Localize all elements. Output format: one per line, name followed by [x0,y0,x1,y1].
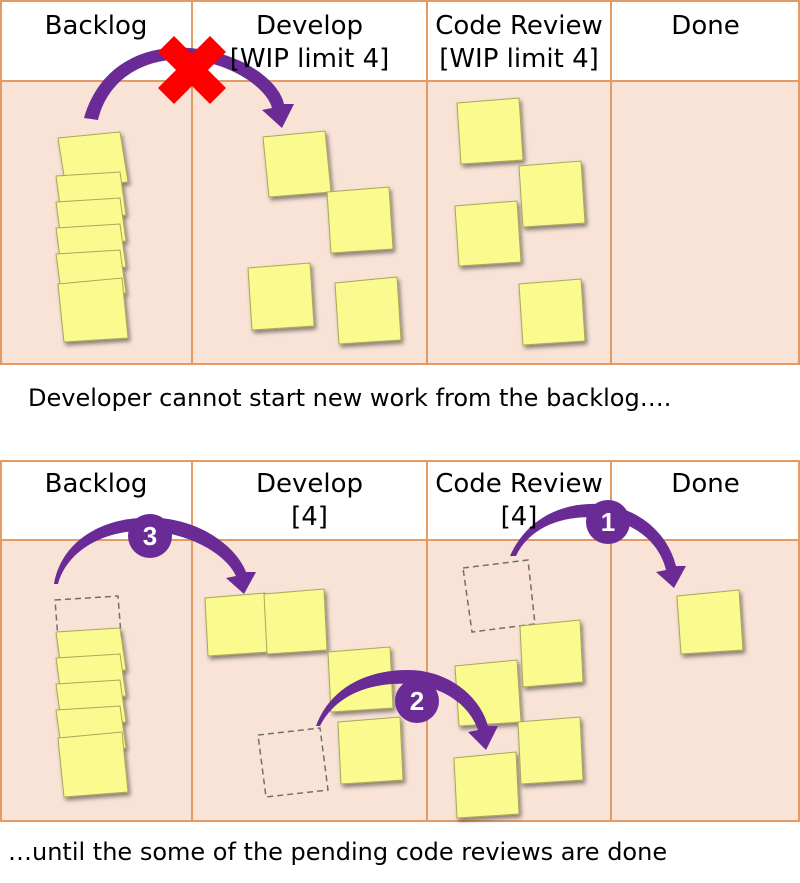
caption-blocked: Developer cannot start new work from the… [28,384,672,412]
sticky-note [517,716,584,785]
sticky-note [326,186,394,254]
column-header-code-review: Code Review [WIP limit 4] [427,10,611,76]
column-header-done: Done [611,468,800,501]
column-title: Develop [255,11,364,41]
column-title: Develop [255,469,364,499]
sticky-note [456,97,524,165]
kanban-board-unblocked: 3 2 1 Backlog Develop [4] Code Review [4… [0,460,800,822]
column-header-done: Done [611,10,800,43]
backlog-card-stack [55,131,129,343]
sticky-note [57,277,129,343]
sticky-note [454,200,522,267]
sticky-note [453,751,520,819]
step-3-badge [128,514,172,558]
arrow-shape [84,47,294,128]
sticky-note [262,130,332,198]
kanban-board-blocked: Backlog Develop [WIP limit 4] Code Revie… [0,0,800,365]
column-title: Done [671,11,740,41]
column-header-backlog: Backlog [0,468,192,501]
step-2-label: 2 [410,686,424,716]
code-review-cards [453,619,584,819]
wip-limit-label: [4] [500,502,538,532]
column-header-code-review: Code Review [4] [427,468,611,534]
empty-slot [257,727,329,798]
sticky-note [518,278,586,346]
done-cards [676,589,744,655]
blocked-move-arrow [84,47,294,128]
sticky-note [57,731,129,798]
sticky-note [518,160,586,228]
code-review-cards [454,97,586,346]
step-2-badge [395,679,439,723]
column-title: Code Review [435,469,603,499]
column-header-backlog: Backlog [0,10,192,43]
blocked-cross-icon [158,36,226,104]
sticky-note [676,589,744,655]
board-2-graphics: 3 2 1 [0,460,800,822]
column-title: Done [671,469,740,499]
column-title: Backlog [44,469,148,499]
move-arrows [54,503,686,750]
empty-slot [462,559,536,633]
wip-limit-label: [4] [291,502,328,532]
sticky-note [204,592,269,657]
arrow-step-3 [54,517,256,594]
sticky-note [247,262,315,331]
caption-unblocked: …until the some of the pending code revi… [8,838,668,866]
step-1-label: 1 [601,507,615,537]
backlog-card-stack [55,627,129,798]
develop-cards [247,130,402,345]
sticky-note [519,619,584,688]
sticky-note [337,716,404,785]
arrow-step-2 [316,670,498,750]
sticky-note [263,588,328,655]
column-header-develop: Develop [4] [192,468,427,534]
step-badges: 3 2 1 [128,500,630,723]
sticky-note [334,276,402,345]
column-title: Code Review [435,11,603,41]
board-1-graphics [0,0,800,365]
arrow-step-1 [510,503,686,588]
step-1-badge [586,500,630,544]
column-header-develop: Develop [WIP limit 4] [192,10,427,76]
wip-limit-label: [WIP limit 4] [439,44,599,74]
column-title: Backlog [44,11,148,41]
wip-limit-label: [WIP limit 4] [229,44,390,74]
step-3-label: 3 [143,521,157,551]
